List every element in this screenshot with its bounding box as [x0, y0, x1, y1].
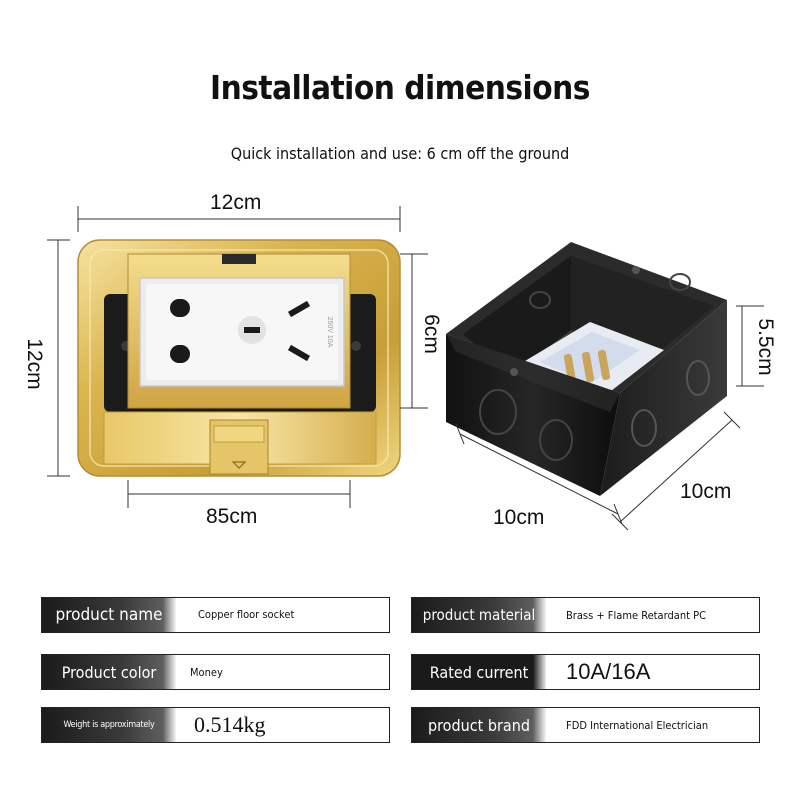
- outlet-rating-text: 250V 10A: [326, 317, 333, 348]
- two-pin-outlet: [170, 299, 190, 363]
- box-depth-label: 10cm: [493, 506, 545, 529]
- spec-value: Copper floor socket: [198, 607, 295, 621]
- spec-label: Weight is approximately: [42, 708, 176, 742]
- spec-label: Rated current: [412, 655, 546, 689]
- spec-label: product name: [42, 598, 176, 632]
- spec-value: Brass + Flame Retardant PC: [566, 608, 706, 622]
- spec-value: FDD International Electrician: [566, 718, 709, 732]
- socket-height-label: 12cm: [23, 338, 46, 390]
- spec-label: product material: [412, 598, 546, 632]
- box-height-label: 5.5cm: [754, 318, 777, 376]
- spec-value: Money: [190, 666, 223, 679]
- three-pin-outlet: [238, 300, 311, 362]
- socket-panel-width-label: 85cm: [206, 505, 258, 528]
- spec-product-material: product material Brass + Flame Retardant…: [411, 597, 760, 633]
- page-title: Installation dimensions: [210, 68, 590, 107]
- spec-label: Product color: [42, 655, 176, 689]
- spec-weight: Weight is approximately 0.514kg: [41, 707, 390, 743]
- product-illustration: 250V 10A: [47, 206, 764, 531]
- spec-label: product brand: [412, 708, 546, 742]
- spec-product-brand: product brand FDD International Electric…: [411, 707, 760, 743]
- junction-box: [446, 242, 727, 496]
- spec-product-color: Product color Money: [41, 654, 390, 690]
- box-dimension-lines: [455, 305, 764, 531]
- box-width-label: 10cm: [680, 480, 732, 503]
- socket-width-label: 12cm: [210, 191, 262, 214]
- floor-socket: 250V 10A: [77, 239, 401, 477]
- spec-product-name: product name Copper floor socket: [41, 597, 390, 633]
- spec-value: 10A/16A: [566, 659, 651, 684]
- spec-value: 0.514kg: [194, 712, 266, 737]
- spec-rated-current: Rated current 10A/16A: [411, 654, 760, 690]
- socket-panel-height-label: 6cm: [420, 314, 443, 354]
- socket-dimension-lines: [47, 206, 428, 508]
- page-subtitle: Quick installation and use: 6 cm off the…: [230, 144, 570, 163]
